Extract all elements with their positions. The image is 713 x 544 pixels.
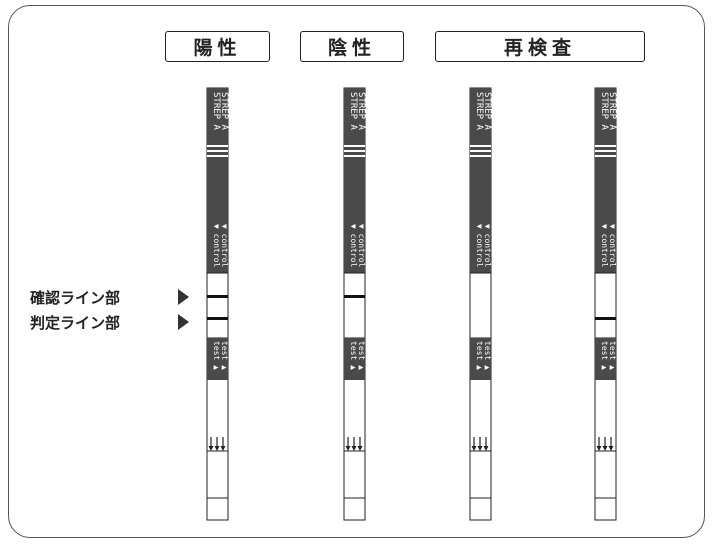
strip-4-control-text-2: ▼ control xyxy=(600,224,609,268)
strip-1-test-text: test ▲ xyxy=(220,341,229,370)
strip-4-test-band xyxy=(595,338,616,380)
strip-1-brand-text: STREP A xyxy=(219,92,229,131)
strip-3-test-band xyxy=(470,338,491,380)
strip-4-stripe-1 xyxy=(595,145,616,147)
strip-1-arrow-icon-3 xyxy=(220,446,226,451)
strip-1-control-text-2: ▼ control xyxy=(212,224,221,268)
strip-2-arrow-icon-3 xyxy=(357,446,363,451)
strip-1-arrow-icon-1 xyxy=(208,446,214,451)
strip-1-test-line xyxy=(207,317,228,320)
strip-4-test-text: test ▲ xyxy=(608,341,617,370)
strip-3-handle xyxy=(470,88,491,273)
strip-3-test-text: test ▲ xyxy=(483,341,492,370)
strip-4-handle xyxy=(595,88,616,273)
strip-3-control-text-2: ▼ control xyxy=(475,224,484,268)
strip-1-stripe-1 xyxy=(207,145,228,147)
label-negative: 陰性 xyxy=(300,31,404,62)
diagram-frame xyxy=(8,5,705,538)
strip-3-brand-text-2: STREP A xyxy=(474,92,484,131)
strip-2-stripe-2 xyxy=(344,150,365,152)
strip-2-brand-text-2: STREP A xyxy=(348,92,358,131)
strip-2-arrow-icon-2 xyxy=(351,446,357,451)
strip-4-stripe-3 xyxy=(595,155,616,157)
strip-2-test-text-2: test ▲ xyxy=(349,341,358,370)
strip-3-stripe-1 xyxy=(470,145,491,147)
strip-2-control-text: ▼ control xyxy=(357,224,366,268)
strip-1-brand-text-2: STREP A xyxy=(211,92,221,131)
strip-3-arrow-icon-3 xyxy=(483,446,489,451)
strip-3-stripe-3 xyxy=(470,155,491,157)
label-positive: 陽性 xyxy=(165,31,270,62)
strip-1-result-window xyxy=(206,272,229,339)
strip-1-test-text-2: test ▲ xyxy=(212,341,221,370)
strip-4-test-text-2: test ▲ xyxy=(600,341,609,370)
strip-4-arrow-icon-2 xyxy=(602,446,608,451)
strip-1-stripe-2 xyxy=(207,150,228,152)
strip-1-handle xyxy=(207,88,228,273)
strip-3-test-text-2: test ▲ xyxy=(475,341,484,370)
strip-4-arrow-icon-3 xyxy=(608,446,614,451)
strip-4-brand-text: STREP A xyxy=(607,92,617,131)
strip-4-brand-text-2: STREP A xyxy=(599,92,609,131)
label-retest: 再検査 xyxy=(435,31,645,62)
strip-4-result-window xyxy=(594,272,617,339)
strip-3-stripe-2 xyxy=(470,150,491,152)
strip-2-test-band xyxy=(344,338,365,380)
strip-2-stripe-3 xyxy=(344,155,365,157)
test-line-pointer-icon xyxy=(178,314,189,330)
strip-2-handle xyxy=(344,88,365,273)
test-line-label: 判定ライン部 xyxy=(30,314,121,332)
strip-4-test-line xyxy=(595,317,616,320)
strip-3-brand-text: STREP A xyxy=(482,92,492,131)
strip-2-control-text-2: ▼ control xyxy=(349,224,358,268)
strip-1-test-band xyxy=(207,338,228,380)
control-line-pointer-icon xyxy=(178,289,189,305)
strip-4-arrow-icon-1 xyxy=(596,446,602,451)
strip-4-stripe-2 xyxy=(595,150,616,152)
strip-3-control-text: ▼ control xyxy=(483,224,492,268)
control-line-label: 確認ライン部 xyxy=(30,289,121,307)
strip-4-control-text: ▼ control xyxy=(608,224,617,268)
strip-2-stripe-1 xyxy=(344,145,365,147)
strip-1-stripe-3 xyxy=(207,155,228,157)
strip-2-arrow-icon-1 xyxy=(345,446,351,451)
strip-1-control-line xyxy=(207,295,228,298)
strip-1-control-text: ▼ control xyxy=(220,224,229,268)
strip-2-brand-text: STREP A xyxy=(356,92,366,131)
strip-3-arrow-icon-2 xyxy=(477,446,483,451)
strip-3-arrow-icon-1 xyxy=(471,446,477,451)
strip-2-test-text: test ▲ xyxy=(357,341,366,370)
strip-3-result-window xyxy=(469,272,492,339)
strip-1-arrow-icon-2 xyxy=(214,446,220,451)
strip-2-result-window xyxy=(343,272,366,339)
strip-2-control-line xyxy=(344,295,365,298)
